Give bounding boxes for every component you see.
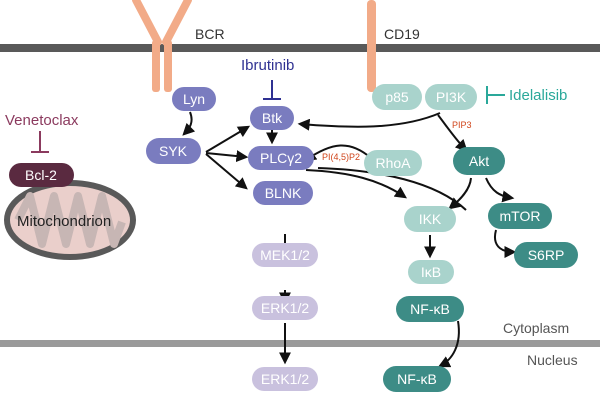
nucleus-label: Nucleus [527,352,578,368]
cd19-label: CD19 [384,26,420,42]
pi3k-node [425,84,477,110]
mitochondrion-label: Mitochondrion [17,213,111,230]
s6rp-label: S6RP [528,247,565,263]
venetoclax-inhibit-icon [31,131,49,153]
ibrutinib-label: Ibrutinib [241,57,294,74]
erk-cyto-node [252,296,318,320]
erk-nuc-node [252,367,318,391]
nfkb-cyto-node [396,296,464,322]
blnk-label: BLNK [265,185,302,201]
pi3k-label: PI3K [436,89,467,105]
erk-nuc-label: ERK1/2 [261,371,309,387]
bcr-label: BCR [195,26,225,42]
nfkb-cyto-label: NF-κB [410,301,450,317]
bcr-receptor [132,0,192,92]
cell-membrane [0,44,600,52]
pathway-arrows [182,111,517,368]
ikb-node [408,260,454,284]
ikk-node [404,206,456,232]
erk-cyto-label: ERK1/2 [261,300,309,316]
p85-node [372,84,422,110]
p85-label: p85 [385,89,409,105]
lyn-node [172,87,216,111]
plcg2-label: PLCγ2 [260,150,302,166]
blnk-node [253,181,313,205]
ikb-label: IκB [421,264,441,280]
nfkb-nuc-label: NF-κB [397,371,437,387]
idelalisib-label: Idelalisib [509,87,567,104]
pip3-label: PIP3 [452,120,472,130]
pi45p2-label: PI(4,5)P2 [322,152,360,162]
cd19-receptor [367,0,376,92]
btk-label: Btk [262,110,283,126]
bcl2-node [9,163,74,187]
bcl2-label: Bcl-2 [25,167,57,183]
syk-label: SYK [159,143,188,159]
syk-node [146,138,201,164]
cytoplasm-label: Cytoplasm [503,320,569,336]
venetoclax-label: Venetoclax [5,112,79,129]
akt-node [453,147,505,175]
mek-label: MEK1/2 [260,247,310,263]
ikk-label: IKK [419,211,442,227]
rhoa-label: RhoA [375,155,411,171]
mtor-label: mTOR [500,208,541,224]
lyn-label: Lyn [183,91,205,107]
mtor-node [488,203,552,229]
s6rp-node [514,242,578,268]
rhoa-node [364,150,422,176]
plcg2-node [248,146,314,170]
nuclear-membrane [0,340,600,347]
ibrutinib-inhibit-icon [263,80,281,100]
nfkb-nuc-node [383,366,451,392]
mek-node [252,243,318,267]
idelalisib-inhibit-icon [486,86,505,104]
akt-label: Akt [469,153,489,169]
btk-node [250,106,294,130]
